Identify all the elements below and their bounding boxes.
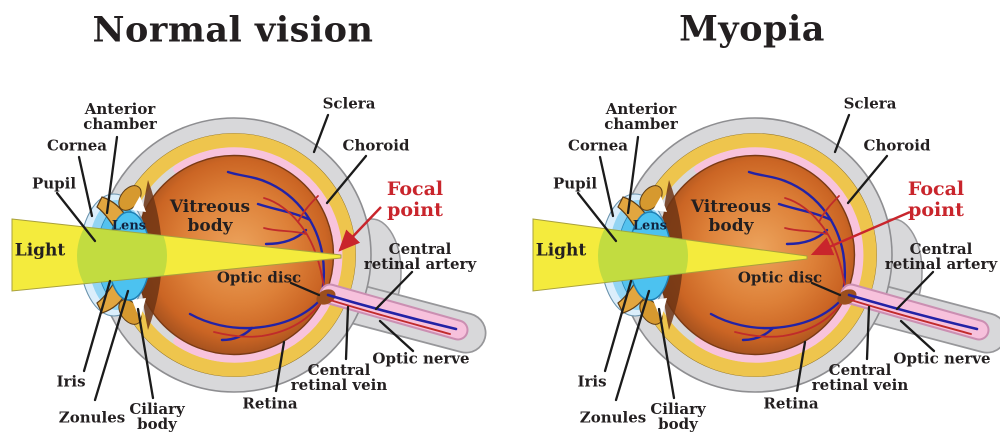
label-line: Vitreous (690, 197, 772, 217)
label-cornea: Cornea (46, 136, 108, 155)
label-line: Vitreous (169, 197, 251, 217)
label-light: Light (535, 240, 587, 261)
label-line: chamber (83, 115, 157, 133)
page-title: Normal vision (92, 9, 374, 51)
panel-normal-vision: Normal vision Anterior chamber Cornea Pu… (0, 0, 479, 448)
label-central-retinal-vein: Central retinal vein (812, 363, 908, 393)
label-anterior-chamber: Anterior chamber (83, 102, 157, 132)
label-iris: Iris (577, 372, 607, 391)
label-line: Central (828, 361, 892, 379)
label-optic-nerve: Optic nerve (372, 349, 470, 368)
label-line: Central (307, 361, 371, 379)
label-vitreous-body: Vitreous body (170, 198, 250, 236)
label-lens: Lens (632, 218, 668, 234)
label-line: Focal (386, 178, 444, 200)
panel-myopia: Myopia Anterior chamber Cornea Pupil Lig… (521, 0, 1000, 448)
label-line: point (387, 199, 443, 221)
label-line: retinal artery (363, 255, 477, 273)
label-ciliary-body: Ciliary body (129, 402, 184, 432)
label-line: Anterior (84, 100, 156, 118)
label-optic-disc: Optic disc (737, 268, 823, 287)
label-line: Anterior (605, 100, 677, 118)
label-line: Central (909, 240, 973, 258)
label-sclera: Sclera (843, 94, 897, 113)
label-line: body (187, 216, 233, 236)
label-pupil: Pupil (552, 174, 598, 193)
eye-diagram-normal (11, 115, 466, 400)
label-retina: Retina (242, 394, 298, 413)
label-vitreous-body: Vitreous body (691, 198, 771, 236)
label-cornea: Cornea (567, 136, 629, 155)
label-focal-point: Focal point (387, 179, 443, 221)
label-choroid: Choroid (863, 136, 931, 155)
label-line: chamber (604, 115, 678, 133)
label-line: Focal (907, 178, 965, 200)
focal-point-arrow (810, 210, 911, 256)
label-sclera: Sclera (322, 94, 376, 113)
label-optic-disc: Optic disc (216, 268, 302, 287)
focal-point-arrow (338, 206, 382, 252)
label-line: point (908, 199, 964, 221)
label-line: body (708, 216, 754, 236)
label-central-retinal-artery: Central retinal artery (885, 242, 997, 272)
label-line: body (658, 415, 698, 433)
label-anterior-chamber: Anterior chamber (604, 102, 678, 132)
label-central-retinal-artery: Central retinal artery (364, 242, 476, 272)
page-title: Myopia (679, 8, 825, 50)
label-lens: Lens (111, 218, 147, 234)
label-line: retinal vein (290, 376, 388, 394)
label-line: Ciliary (650, 400, 706, 418)
label-iris: Iris (56, 372, 86, 391)
light-beam (532, 218, 808, 292)
label-focal-point: Focal point (908, 179, 964, 221)
label-line: body (137, 415, 177, 433)
label-central-retinal-vein: Central retinal vein (291, 363, 387, 393)
eye-diagram-myopia (532, 115, 987, 400)
label-line: Ciliary (129, 400, 185, 418)
label-light: Light (14, 240, 66, 261)
light-beam (11, 218, 342, 292)
label-zonules: Zonules (58, 408, 126, 427)
label-optic-nerve: Optic nerve (893, 349, 991, 368)
label-line: Central (388, 240, 452, 258)
label-retina: Retina (763, 394, 819, 413)
label-zonules: Zonules (579, 408, 647, 427)
label-ciliary-body: Ciliary body (650, 402, 705, 432)
label-line: retinal vein (811, 376, 909, 394)
label-line: retinal artery (884, 255, 998, 273)
label-choroid: Choroid (342, 136, 410, 155)
label-pupil: Pupil (31, 174, 77, 193)
